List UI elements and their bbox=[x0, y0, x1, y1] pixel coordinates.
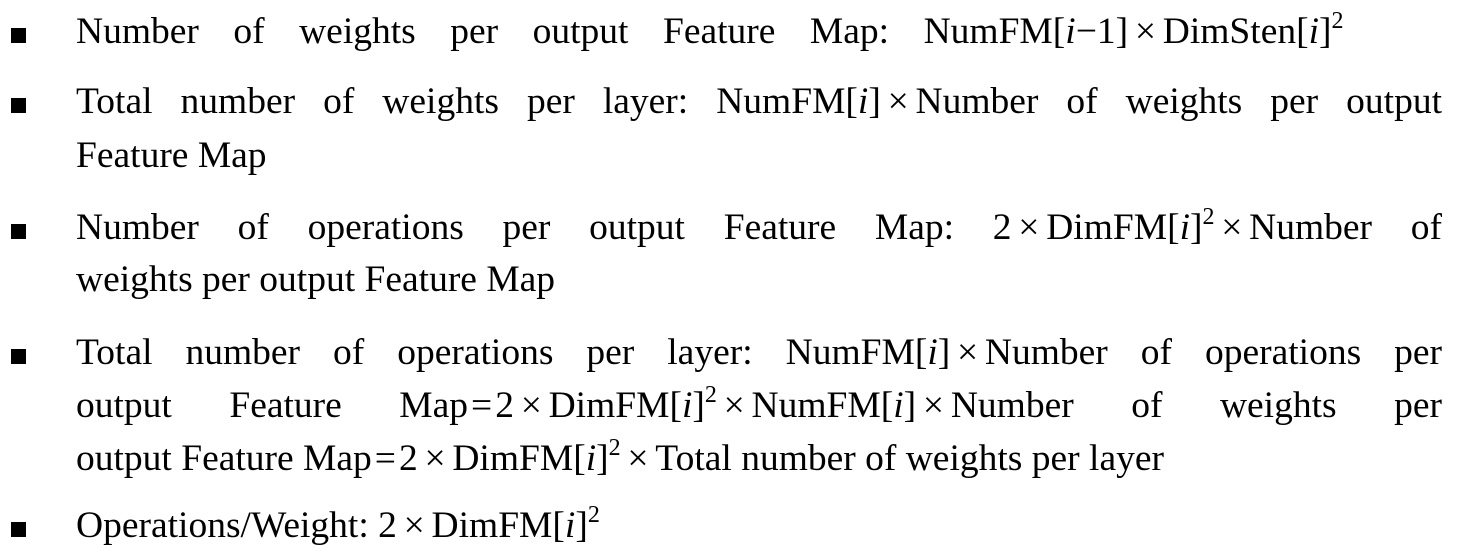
list-item-line: Number of weights per output Feature Map… bbox=[76, 8, 1442, 62]
list-item-line: output Feature Map=2×DimFM[i]2×NumFM[i]×… bbox=[76, 382, 1442, 436]
list-item-line: Total number of operations per layer: Nu… bbox=[76, 331, 1442, 383]
item-label: Total number of weights per layer: bbox=[76, 81, 689, 122]
formula: output Feature Map=2×DimFM[i]2×NumFM[i]×… bbox=[76, 382, 1442, 426]
list-item-line: weights per output Feature Map bbox=[76, 259, 556, 300]
item-label: Total number of operations per layer: bbox=[76, 332, 753, 373]
bullet-square-icon bbox=[11, 28, 26, 43]
formula: NumFM[i]×Number of operations per bbox=[785, 332, 1443, 373]
list-item-line: Operations/Weight: 2×DimFM[i]2 bbox=[76, 502, 1442, 556]
list-item-line: Number of operations per output Feature … bbox=[76, 204, 1442, 258]
list-item-line: Feature Map bbox=[76, 135, 267, 176]
bullet-square-icon bbox=[11, 224, 26, 239]
list-item-line: output Feature Map=2×DimFM[i]2×Total num… bbox=[76, 435, 1442, 489]
item-label: Operations/Weight: bbox=[76, 505, 369, 546]
item-label: Number of weights per output Feature Map… bbox=[76, 11, 890, 52]
formula: NumFM[i−1]×DimSten[i]2 bbox=[923, 8, 1344, 52]
list-item-line: Total number of weights per layer: NumFM… bbox=[76, 80, 1442, 132]
bullet-square-icon bbox=[11, 349, 26, 364]
formula: output Feature Map=2×DimFM[i]2×Total num… bbox=[76, 435, 1164, 479]
bullet-square-icon bbox=[11, 522, 26, 537]
formula: 2×DimFM[i]2×Number of bbox=[992, 204, 1442, 248]
item-label: Number of operations per output Feature … bbox=[76, 207, 955, 248]
bullet-square-icon bbox=[11, 98, 26, 113]
formula: NumFM[i]×Number of weights per output bbox=[716, 81, 1442, 122]
formula: 2×DimFM[i]2 bbox=[378, 502, 600, 546]
